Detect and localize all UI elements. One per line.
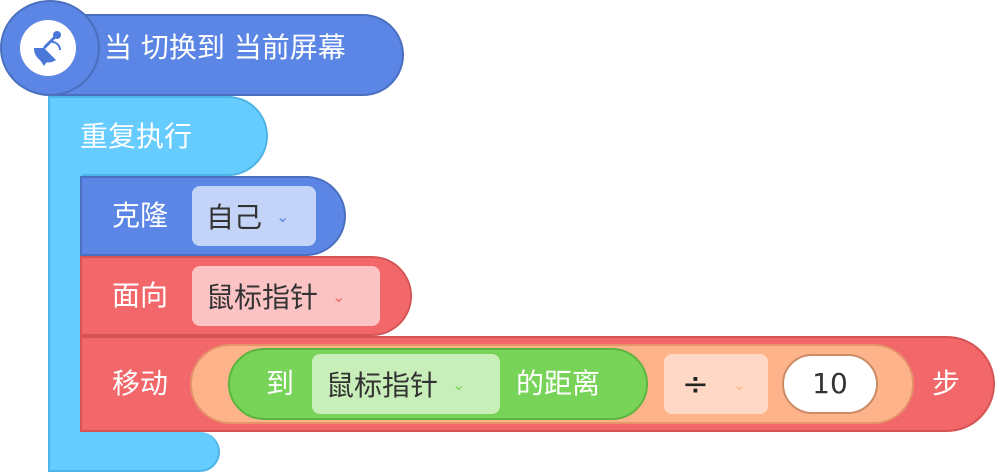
point-towards-label: 面向 [112,279,169,312]
chevron-down-icon: ⌄ [276,206,290,226]
distance-prefix-label: 到 [266,367,295,400]
clone-label: 克隆 [112,199,169,232]
clone-target-dropdown[interactable]: 自己 ⌄ [192,186,316,246]
chevron-down-icon: ⌄ [732,374,747,394]
point-target-dropdown[interactable]: 鼠标指针 ⌄ [192,266,380,326]
clone-target-value: 自己 [206,201,263,234]
move-label: 移动 [112,367,169,400]
repeat-forever-bottom [48,432,220,472]
operator-value: ÷ [682,365,709,403]
satellite-dish-icon [20,20,76,76]
move-steps-suffix-label: 步 [932,367,961,400]
distance-target-dropdown[interactable]: 鼠标指针 ⌄ [312,354,500,414]
chevron-down-icon: ⌄ [332,286,346,306]
repeat-forever-label: 重复执行 [80,120,193,153]
distance-suffix-label: 的距离 [516,367,601,400]
repeat-forever-arm [48,170,82,442]
operator-dropdown[interactable]: ÷ ⌄ [664,354,768,414]
chevron-down-icon: ⌄ [452,374,466,394]
point-target-value: 鼠标指针 [206,281,319,314]
operand-number-input[interactable]: 10 [782,354,878,414]
distance-target-value: 鼠标指针 [326,369,439,402]
repeat-forever-block[interactable] [48,96,268,176]
event-hat-label: 当 切换到 当前屏幕 [104,31,346,64]
